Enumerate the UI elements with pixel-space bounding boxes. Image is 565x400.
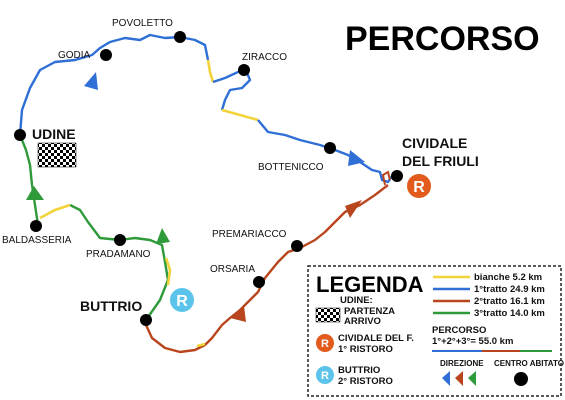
route-segment-1-yellow-b — [221, 108, 259, 122]
direction-arrow-blue-godia — [84, 72, 98, 90]
town-dot-udine — [14, 129, 26, 141]
town-dot-buttrio — [140, 314, 152, 326]
legend-arrivo: ARRIVO — [344, 316, 381, 327]
town-dot-orsaria — [253, 276, 265, 288]
legend-centro-abitato-dot — [514, 372, 528, 386]
town-dot-premariacco — [291, 240, 303, 252]
town-label-pradamano: PRADAMANO — [86, 249, 151, 260]
legend-buttrio-l1: BUTTRIO — [338, 365, 380, 376]
legend-cividale-l1: CIVIDALE DEL F. — [338, 333, 414, 344]
legend-track-1: 1°tratto 24.9 km — [474, 284, 545, 295]
legend-track-2: 2°tratto 16.1 km — [474, 296, 545, 307]
legend-direction-arrow-green-icon — [468, 371, 476, 386]
town-dot-bottenicco — [324, 142, 336, 154]
legend-direction-arrow-brown-icon — [455, 371, 463, 386]
route-segment-3-green — [69, 203, 170, 321]
route-segment-2-yellow — [196, 342, 206, 348]
legend-cividale-l2: 1° RISTORO — [338, 344, 393, 355]
legend-udine-label: UDINE: — [340, 295, 373, 306]
town-label-godia: GODIA — [58, 50, 91, 61]
legend-cividale-badge — [316, 334, 334, 352]
direction-arrow-green-pradamano — [156, 228, 170, 244]
map-title: PERCORSO — [345, 20, 540, 58]
route-cividale-loop — [381, 170, 391, 186]
town-label-cividale-2: DEL FRIULI — [402, 153, 479, 169]
town-label-baldasseria: BALDASSERIA — [2, 235, 72, 246]
udine-checkered-flag-icon — [37, 142, 77, 168]
direction-arrow-brown-orsaria — [230, 306, 246, 322]
legend: LEGENDA bianche 5.2 km 1°tratto 24.9 km … — [307, 265, 564, 397]
route-segment-3-green-c — [18, 134, 40, 226]
town-label-orsaria: ORSARIA — [210, 264, 255, 275]
svg-text:R: R — [176, 293, 188, 310]
route-segment-2-brown — [144, 184, 389, 354]
legend-partenza: PARTENZA — [344, 306, 395, 317]
town-dot-ziracco — [238, 64, 250, 76]
town-label-cividale-1: CIVIDALE — [402, 135, 467, 151]
town-dot-godia — [100, 49, 112, 61]
legend-cividale-badge-letter: R — [321, 338, 329, 350]
direction-arrow-green-baldasseria — [26, 186, 44, 200]
legend-percorso-total: 1°+2°+3°= 55.0 km — [432, 336, 513, 347]
town-dot-baldasseria — [30, 220, 42, 232]
direction-arrow-brown-premariacco — [345, 200, 362, 218]
ristoro-badge-buttrio: R — [168, 286, 196, 314]
town-label-buttrio: BUTTRIO — [80, 298, 142, 314]
legend-track-bianche: bianche 5.2 km — [474, 272, 542, 283]
legend-centro-abitato: CENTRO ABITATO — [494, 359, 564, 368]
svg-text:R: R — [413, 179, 425, 196]
route-segment-3-yellow — [39, 203, 71, 220]
town-label-udine: UDINE — [32, 126, 76, 142]
legend-direzione: DIREZIONE — [440, 359, 484, 368]
town-dot-pradamano — [114, 234, 126, 246]
route-segment-3-green-b — [164, 257, 172, 286]
legend-percorso-label: PERCORSO — [432, 325, 486, 336]
town-label-premariacco: PREMARIACCO — [212, 229, 287, 240]
town-label-bottenicco: BOTTENICCO — [258, 162, 324, 173]
direction-arrow-blue-bottenicco — [348, 150, 365, 166]
route-segment-1-blue-c — [257, 119, 393, 184]
route-segment-1-yellow-a — [206, 59, 215, 83]
legend-buttrio-badge-letter: R — [321, 370, 329, 382]
ristoro-badge-cividale: R — [405, 172, 433, 200]
town-label-ziracco: ZIRACCO — [242, 52, 287, 63]
town-dot-povoletto — [174, 31, 186, 43]
legend-checkered-flag-icon — [315, 307, 341, 323]
route-segment-1-blue-b — [212, 66, 252, 111]
town-label-povoletto: POVOLETTO — [112, 18, 173, 29]
legend-buttrio-l2: 2° RISTORO — [338, 376, 393, 387]
legend-track-3: 3°tratto 14.0 km — [474, 308, 545, 319]
legend-buttrio-badge — [316, 366, 334, 384]
legend-direction-arrow-blue-icon — [442, 371, 450, 386]
town-dot-cividale — [391, 170, 403, 182]
route-segment-1-blue — [18, 33, 210, 136]
legend-title: LEGENDA — [316, 272, 424, 297]
